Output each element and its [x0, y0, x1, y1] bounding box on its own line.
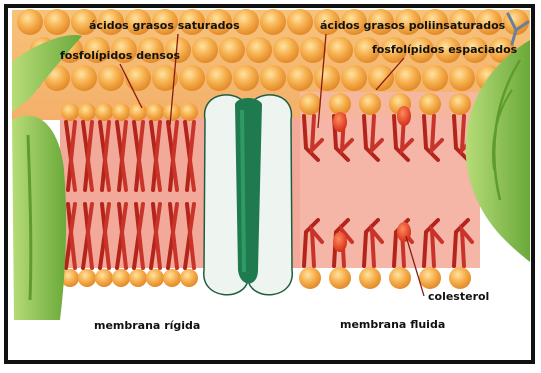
phospholipid-head: [112, 269, 130, 287]
phospholipid-head: [299, 93, 321, 115]
phospholipid-head: [163, 269, 181, 287]
bg-head: [17, 9, 43, 35]
bg-head: [98, 65, 124, 91]
phospholipid-head: [146, 103, 164, 121]
bg-head: [71, 65, 97, 91]
bg-head: [368, 65, 394, 91]
bg-head: [192, 37, 218, 63]
cholesterol-molecule-icon: [333, 112, 347, 132]
bg-head: [179, 65, 205, 91]
bg-head: [260, 65, 286, 91]
bg-head: [219, 37, 245, 63]
phospholipid-head: [61, 103, 79, 121]
phospholipid-head: [95, 103, 113, 121]
label-rigid-membrane: membrana rígida: [94, 320, 200, 331]
bg-head: [449, 65, 475, 91]
label-saturated-fatty-acids: ácidos grasos saturados: [89, 20, 240, 31]
bg-head: [44, 9, 70, 35]
phospholipid-head: [449, 93, 471, 115]
phospholipid-head: [329, 93, 351, 115]
phospholipid-head: [78, 269, 96, 287]
transmembrane-protein-icon: [204, 95, 293, 295]
phospholipid-head: [78, 103, 96, 121]
bg-head: [273, 37, 299, 63]
bg-head: [287, 65, 313, 91]
cholesterol-molecule-icon: [333, 232, 347, 252]
bg-head: [314, 65, 340, 91]
bg-head: [327, 37, 353, 63]
label-cholesterol: colesterol: [428, 291, 489, 302]
phospholipid-head: [449, 267, 471, 289]
bg-head: [125, 65, 151, 91]
label-spaced-phospholipids: fosfolípidos espaciados: [372, 44, 517, 55]
phospholipid-head: [180, 103, 198, 121]
label-dense-phospholipids: fosfolípidos densos: [60, 50, 180, 61]
bg-head: [395, 65, 421, 91]
phospholipid-head: [180, 269, 198, 287]
label-polyunsaturated-fatty-acids: ácidos grasos poliinsaturados: [320, 20, 505, 31]
phospholipid-head: [359, 267, 381, 289]
bg-head: [233, 65, 259, 91]
phospholipid-head: [419, 267, 441, 289]
bg-head: [341, 65, 367, 91]
label-fluid-membrane: membrana fluida: [340, 319, 445, 330]
phospholipid-head: [329, 267, 351, 289]
bg-head: [300, 37, 326, 63]
phospholipid-head: [129, 269, 147, 287]
phospholipid-head: [146, 269, 164, 287]
phospholipid-head: [299, 267, 321, 289]
bg-head: [260, 9, 286, 35]
bg-head: [246, 37, 272, 63]
phospholipid-head: [129, 103, 147, 121]
bg-head: [422, 65, 448, 91]
bg-head: [206, 65, 232, 91]
phospholipid-head: [359, 93, 381, 115]
phospholipid-head: [389, 267, 411, 289]
phospholipid-head: [419, 93, 441, 115]
cholesterol-molecule-icon: [397, 222, 411, 242]
cholesterol-molecule-icon: [397, 106, 411, 126]
phospholipid-head: [95, 269, 113, 287]
phospholipid-head: [112, 103, 130, 121]
bg-head: [287, 9, 313, 35]
